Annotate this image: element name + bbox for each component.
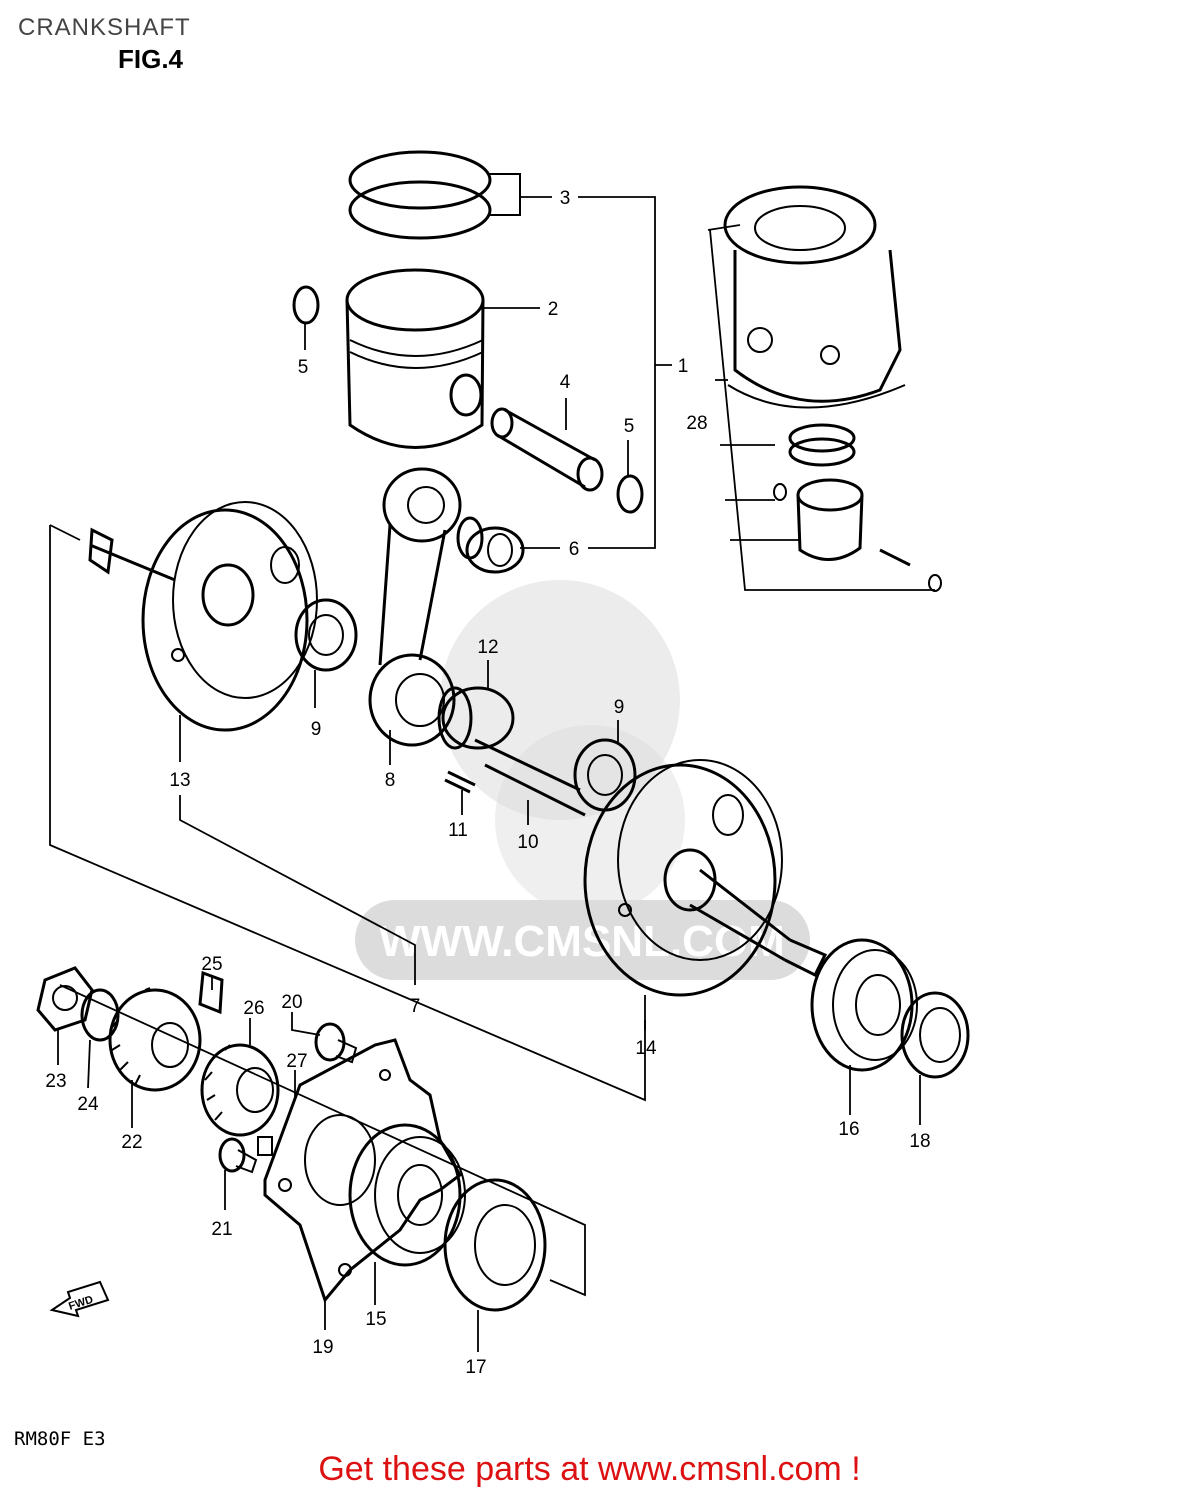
callout-16: 16 (838, 1119, 859, 1140)
needle-bearing-big-end (437, 686, 515, 750)
primary-drive-gear (108, 987, 202, 1092)
callout-9-right: 9 (614, 697, 625, 718)
callout-20: 20 (281, 992, 302, 1013)
callout-5-left: 5 (298, 357, 309, 378)
callout-19: 19 (312, 1337, 333, 1358)
callout-5-right: 5 (624, 416, 635, 437)
callout-23: 23 (45, 1071, 66, 1092)
callout-26: 26 (243, 998, 264, 1019)
callout-13: 13 (169, 770, 190, 791)
pin (444, 770, 476, 794)
callout-11: 11 (448, 820, 468, 841)
callout-1: 1 (678, 356, 689, 377)
callout-15: 15 (365, 1309, 386, 1330)
bearing-retainer-plate (263, 1038, 462, 1304)
callout-17: 17 (465, 1357, 486, 1378)
callout-2: 2 (548, 299, 559, 320)
cylinder (723, 185, 906, 409)
callout-12: 12 (477, 637, 498, 658)
callout-28: 28 (686, 413, 707, 434)
dowel-pin (257, 1136, 273, 1156)
callout-8: 8 (385, 770, 396, 791)
key (198, 970, 224, 1015)
cylinder-piston-set (773, 423, 942, 592)
callout-4: 4 (560, 372, 571, 393)
circlip-right (616, 474, 644, 514)
figure-number: FIG.4 (118, 44, 184, 74)
crank-half-left (88, 501, 318, 732)
callout-9-left: 9 (311, 719, 322, 740)
callout-25: 25 (201, 954, 222, 975)
piston (345, 268, 485, 449)
bolt-21 (218, 1137, 258, 1174)
oil-seal-right (900, 991, 970, 1079)
crank-pin (474, 738, 586, 817)
nut (36, 966, 94, 1032)
callout-numbers: 3 2 1 5 4 5 28 6 12 9 9 13 8 11 10 25 7 … (45, 188, 930, 1378)
callout-18: 18 (909, 1131, 930, 1152)
footer-link[interactable]: Get these parts at www.cmsnl.com ! (318, 1450, 861, 1488)
model-code: RM80F E3 (14, 1428, 106, 1450)
callout-27: 27 (286, 1051, 307, 1072)
circlip-left (292, 285, 320, 325)
connecting-rod (368, 467, 462, 747)
callout-21: 21 (211, 1219, 232, 1240)
callout-7: 7 (410, 996, 421, 1017)
callout-6: 6 (569, 539, 580, 560)
callout-22: 22 (121, 1132, 142, 1153)
bearing-left (348, 1123, 466, 1267)
piston-pin (490, 407, 604, 492)
leader-lines (49, 196, 935, 1352)
crank-half-right (583, 759, 828, 997)
washer-left (294, 598, 358, 672)
piston-rings (348, 150, 521, 240)
bearing-right (810, 938, 918, 1072)
oil-seal-left (443, 1178, 547, 1312)
callout-3: 3 (560, 188, 571, 209)
bolt-20 (314, 1022, 358, 1064)
callout-14: 14 (635, 1038, 657, 1059)
callout-24: 24 (77, 1094, 99, 1115)
washer (80, 988, 120, 1042)
callout-10: 10 (517, 832, 538, 853)
fwd-arrow-icon: FWD (49, 1280, 110, 1318)
fwd-label: FWD (67, 1294, 95, 1313)
diagram-title: CRANKSHAFT (18, 14, 191, 41)
needle-bearing-small-end (456, 516, 525, 574)
kick-idler-gear (200, 1043, 280, 1137)
